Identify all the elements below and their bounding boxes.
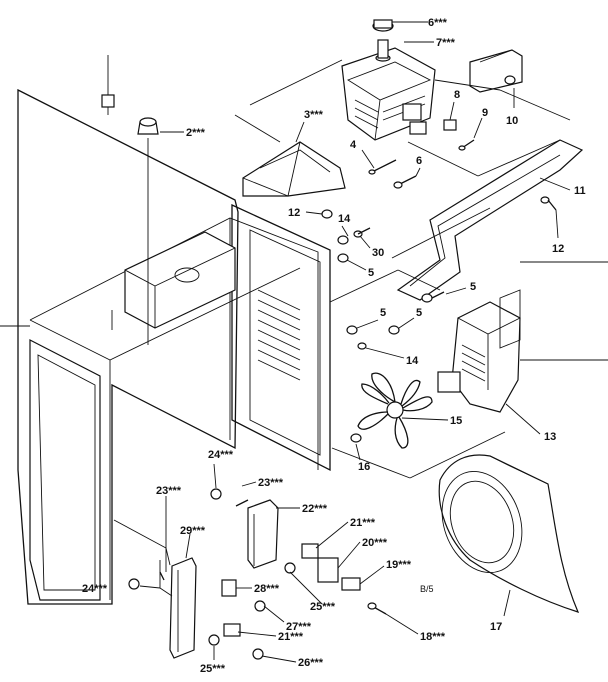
cabinet-wrapper <box>17 88 319 605</box>
part-10-bracket <box>469 49 523 93</box>
callout-29: 29*** <box>180 525 206 537</box>
waveguide <box>124 231 236 329</box>
callout-9: 9 <box>482 107 488 119</box>
callout-24-upper: 24*** <box>208 449 234 461</box>
part-11-bracket <box>396 139 584 301</box>
part-9-screw <box>458 139 475 151</box>
callout-5-a: 5 <box>368 267 374 279</box>
guide-lines <box>0 59 608 479</box>
fasteners-upper <box>321 209 445 350</box>
callout-5-c: 5 <box>380 307 386 319</box>
callout-24-lower: 24*** <box>82 583 108 595</box>
callout-16: 16 <box>358 461 370 473</box>
callout-6-stud: 6*** <box>428 17 448 29</box>
callout-23-lower: 23*** <box>156 485 182 497</box>
callout-5-d: 5 <box>416 307 422 319</box>
callout-4: 4 <box>350 139 357 151</box>
callout-14-lower: 14 <box>406 355 419 367</box>
back-panel <box>231 203 331 472</box>
callout-labels: 2*** 3*** 4 6*** 7*** 6 8 9 10 11 12 12 … <box>82 17 586 675</box>
callout-8: 8 <box>454 89 460 101</box>
callout-25-upper: 25*** <box>310 601 336 613</box>
callout-30: 30 <box>372 247 384 259</box>
callout-13: 13 <box>544 431 556 443</box>
callout-21-lower: 21*** <box>278 631 304 643</box>
callout-20: 20*** <box>362 537 388 549</box>
callout-15: 15 <box>450 415 462 427</box>
callout-12-right: 12 <box>552 243 564 255</box>
part-16-nut <box>350 433 362 443</box>
lower-switch-assembly <box>113 488 387 660</box>
callout-2: 2*** <box>186 127 206 139</box>
part-4-pin <box>368 159 397 175</box>
callout-3: 3*** <box>304 109 324 121</box>
callout-11: 11 <box>574 185 586 197</box>
part-2-nut <box>101 55 159 345</box>
part-15-fan-blade <box>357 372 433 449</box>
callout-5-b: 5 <box>470 281 476 293</box>
callout-25-lower: 25*** <box>200 663 226 675</box>
page-mark: B/5 <box>420 584 434 594</box>
part-8-clip <box>443 119 457 131</box>
part-6-screw <box>393 175 417 189</box>
callout-26: 26*** <box>298 657 324 669</box>
callout-leaders <box>139 21 571 663</box>
callout-22: 22*** <box>302 503 328 515</box>
part-7-magnetron <box>341 19 436 141</box>
callout-18: 18*** <box>420 631 446 643</box>
callout-23-upper: 23*** <box>258 477 284 489</box>
callout-14-upper: 14 <box>338 213 351 225</box>
part-17-fan-shroud <box>438 454 580 613</box>
callout-12-left: 12 <box>288 207 300 219</box>
part-13-fan-motor <box>437 289 521 413</box>
callout-7: 7*** <box>436 37 456 49</box>
callout-6-screw: 6 <box>416 155 422 167</box>
callout-21-upper: 21*** <box>350 517 376 529</box>
callout-19: 19*** <box>386 559 412 571</box>
callout-27: 27*** <box>286 621 312 633</box>
part-3-cover <box>242 141 346 197</box>
callout-17: 17 <box>490 621 502 633</box>
callout-10: 10 <box>506 115 518 127</box>
callout-28: 28*** <box>254 583 280 595</box>
